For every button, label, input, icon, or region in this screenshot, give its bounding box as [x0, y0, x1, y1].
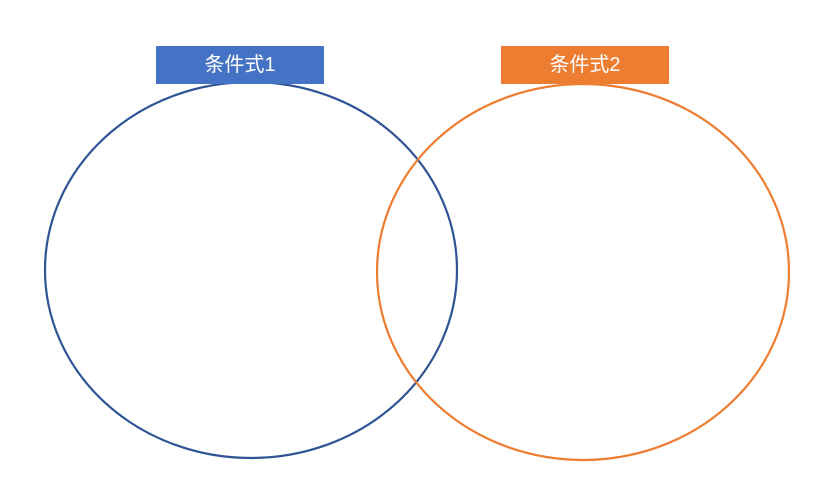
- left-condition-label: 条件式1: [156, 46, 324, 84]
- right-circle: [375, 82, 791, 462]
- left-circle: [43, 80, 459, 460]
- right-condition-label: 条件式2: [501, 46, 669, 84]
